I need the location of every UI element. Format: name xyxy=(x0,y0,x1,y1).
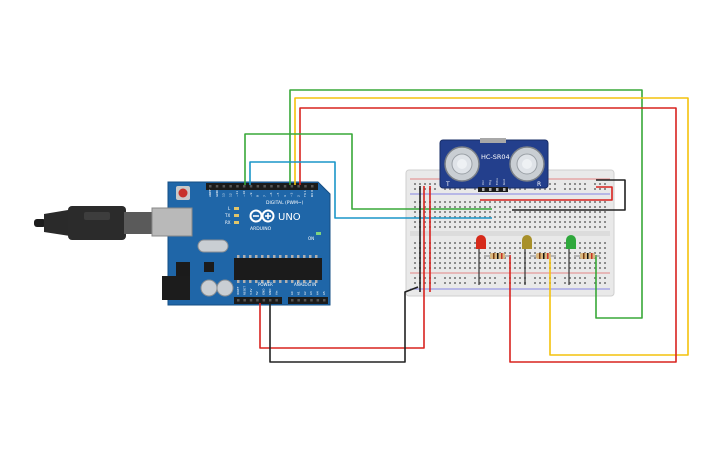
power-pin-label: RESET xyxy=(242,286,246,295)
l-led-label: L xyxy=(228,206,231,211)
analog-pin-label: A1 xyxy=(296,291,300,295)
sensor-pin-label: Gnd xyxy=(502,179,506,185)
analog-pin-label: A0 xyxy=(290,291,294,295)
wire-black-sensor-gnd xyxy=(512,179,626,211)
sensor-pin-label: Vcc xyxy=(481,180,485,185)
digital-pin-label: 2 xyxy=(296,195,300,197)
transducer-trigger-icon xyxy=(444,146,480,182)
sensor-r-label: R xyxy=(537,181,541,188)
wire-red-long xyxy=(299,107,677,363)
led-green xyxy=(566,235,576,285)
digital-header xyxy=(206,183,318,190)
usb-port xyxy=(151,207,193,237)
wire-yellow-long xyxy=(294,97,689,356)
digital-pin-label: 13 xyxy=(222,193,226,197)
capacitor xyxy=(216,279,234,297)
analog-pin-label: A5 xyxy=(322,291,326,295)
digital-pin-label: 12 xyxy=(228,193,232,197)
digital-pin-label: TX 1 xyxy=(303,190,307,198)
digital-pin-label: ~3 xyxy=(290,192,294,197)
resistor-1 xyxy=(484,253,510,259)
digital-header-label: DIGITAL (PWM~) xyxy=(266,200,304,206)
digital-pin-label: ~6 xyxy=(269,192,273,197)
sensor-model-label: HC-SR04 xyxy=(481,153,510,161)
tx-led-label: TX xyxy=(224,213,230,218)
analog-header xyxy=(288,297,328,304)
wire-red-5v xyxy=(259,186,425,349)
digital-pin-label: 8 xyxy=(256,195,260,197)
atmega-chip xyxy=(234,258,322,280)
digital-pin-label: GND xyxy=(215,189,219,197)
usb-cable xyxy=(34,206,152,240)
analog-pin-label: A3 xyxy=(309,291,313,295)
digital-pin-label: ~11 xyxy=(235,191,239,197)
digital-pin-label: RX 0 xyxy=(310,190,314,197)
power-jack xyxy=(162,276,190,300)
wire-green-trig xyxy=(244,133,492,210)
digital-pin-label: ~5 xyxy=(276,192,280,197)
wire-blue-echo xyxy=(249,161,492,219)
power-pin-label: GND xyxy=(262,289,266,295)
sensor-pin-label: Trig xyxy=(488,180,492,186)
power-pin-label: GND xyxy=(268,289,272,295)
board-model-label: UNO xyxy=(278,212,301,223)
digital-pin-label: ~9 xyxy=(249,192,253,197)
sensor-pin-label: Echo xyxy=(495,178,499,185)
arduino-logo-icon xyxy=(249,209,275,223)
digital-pin-label: AREF xyxy=(208,189,212,197)
analog-pin-label: A4 xyxy=(316,291,320,295)
power-pin-label: 3.3V xyxy=(249,289,253,295)
arduino-logo-text: ARDUINO xyxy=(250,226,272,232)
digital-pin-label: 7 xyxy=(262,195,266,197)
resistor-2 xyxy=(530,253,556,259)
power-pin-label: Vin xyxy=(274,290,278,295)
led-red xyxy=(476,235,486,285)
wire-green-long xyxy=(289,89,643,319)
analog-pin-label: A2 xyxy=(303,291,307,295)
on-led-label: ON xyxy=(308,236,314,241)
led-yellow xyxy=(522,235,532,285)
rx-led-label: RX xyxy=(225,220,231,225)
crystal-oscillator xyxy=(197,239,229,253)
wire-black-gnd xyxy=(269,286,419,363)
analog-label: ANALOG IN xyxy=(294,282,316,287)
wire-red-sensor-vcc xyxy=(480,186,613,201)
power-label: POWER xyxy=(258,282,273,287)
sensor-t-label: T xyxy=(445,181,450,188)
digital-pin-label: ~10 xyxy=(242,191,246,197)
wires xyxy=(244,89,689,363)
capacitor xyxy=(200,279,218,297)
power-pin-label: 5V xyxy=(255,291,259,295)
transducer-echo-icon xyxy=(509,146,545,182)
digital-pin-label: 4 xyxy=(283,195,287,197)
power-pin-label: IOREF xyxy=(236,286,240,295)
resistor-3 xyxy=(574,253,600,259)
